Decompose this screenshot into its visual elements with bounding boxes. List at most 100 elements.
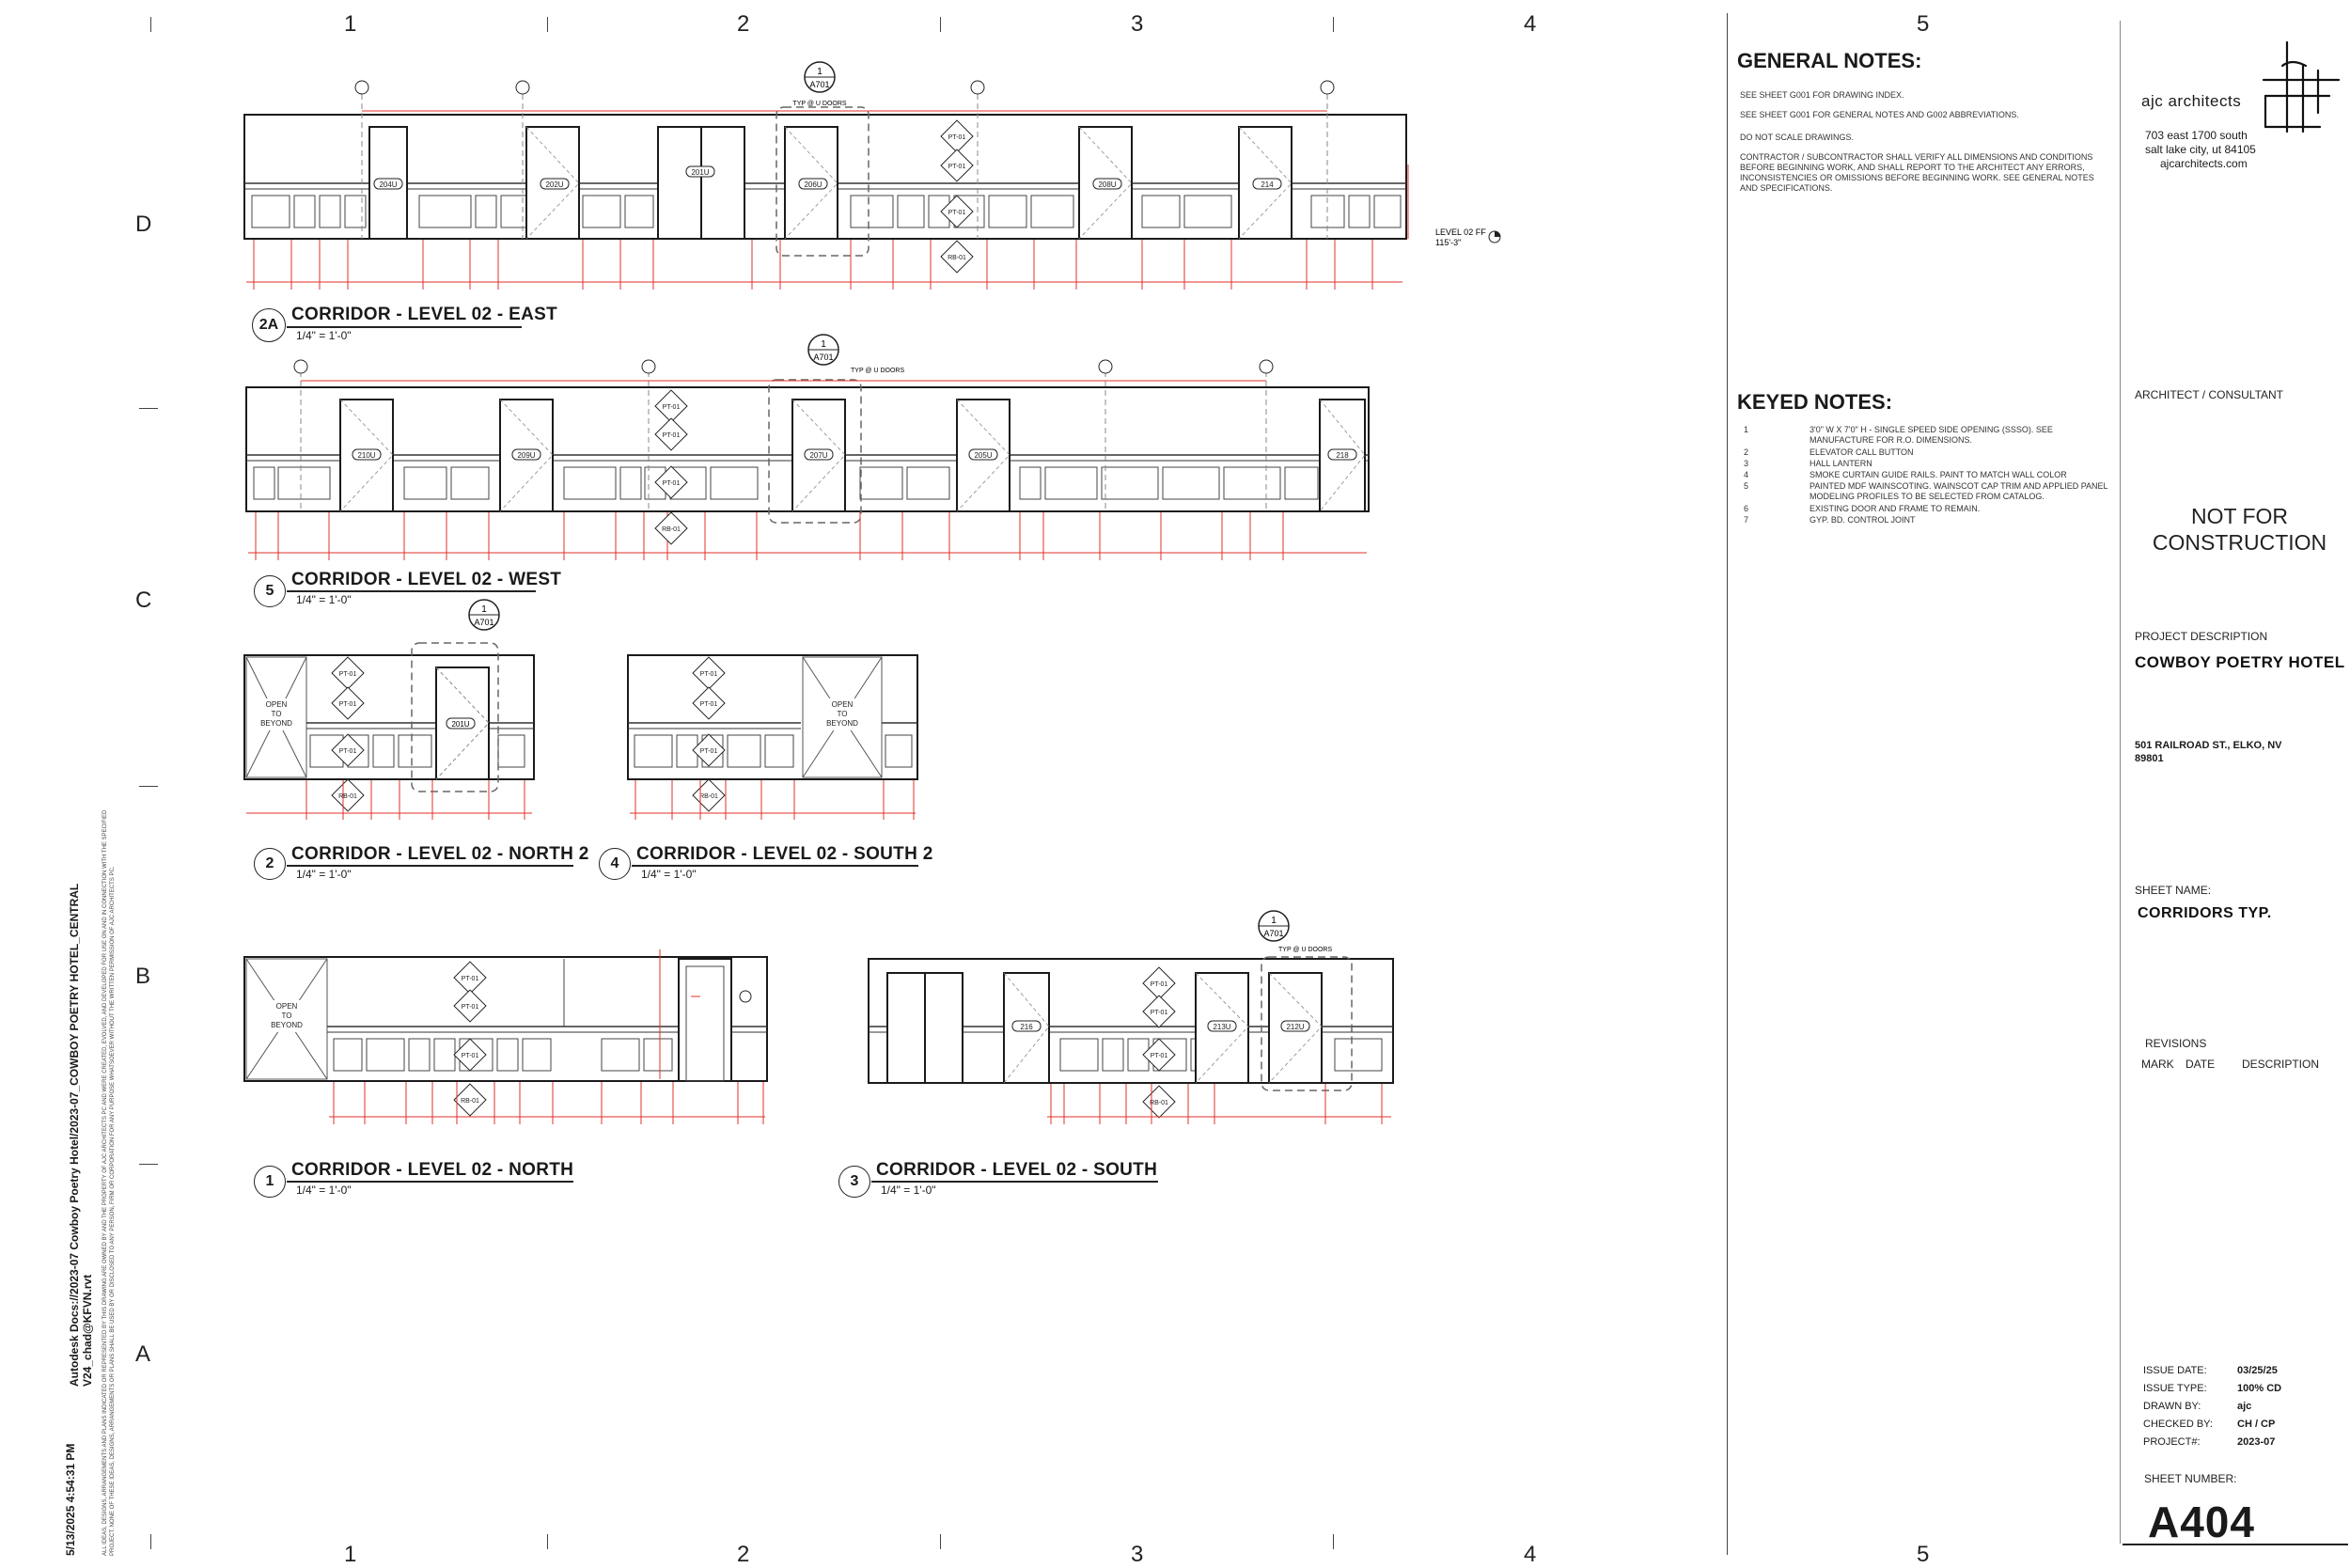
title-underline (287, 590, 536, 592)
title-underline (287, 865, 573, 867)
detail-callout-sheet: A701 (813, 353, 833, 362)
project-address: 501 RAILROAD ST., ELKO, NV 89801 (2135, 740, 2282, 764)
title-underline (632, 865, 918, 867)
svg-text:OPEN: OPEN (276, 1002, 298, 1011)
tag-pt: PT-01 (339, 748, 357, 755)
tag-pt: PT-01 (1151, 981, 1168, 988)
grid-col-3-bottom: 3 (1131, 1542, 1144, 1567)
typ-doors-label: TYP @ U DOORS (1278, 947, 1332, 953)
sheet-number: A404 (2148, 1497, 2255, 1546)
tag-pt-east-2: PT-01 (948, 164, 966, 170)
room-tag: 201U (691, 168, 709, 177)
grid-tick (940, 1534, 941, 1549)
room-tag: 213U (1213, 1023, 1230, 1031)
grid-tick (150, 1534, 151, 1549)
general-note: DO NOT SCALE DRAWINGS. (1740, 133, 1855, 142)
view-title-south: CORRIDOR - LEVEL 02 - SOUTH (876, 1160, 1158, 1180)
tag-pt: PT-01 (339, 701, 357, 708)
sheet-name: CORRIDORS TYP. (2138, 905, 2272, 921)
elevation-east: PT-01 PT-01 PT-01 RB-01 204U 202U 201U 2… (243, 61, 1501, 290)
grid-tick (1333, 17, 1334, 32)
firm-website: ajcarchitects.com (2160, 157, 2248, 170)
typ-doors-label: TYP @ U DOORS (792, 101, 846, 107)
view-number-1: 1 (254, 1166, 286, 1198)
tag-rb: RB-01 (1150, 1100, 1168, 1106)
grid-tick (547, 17, 548, 32)
detail-callout-sheet: A701 (809, 80, 829, 89)
project-name: COWBOY POETRY HOTEL (2135, 653, 2345, 671)
titleblock-divider-line (2120, 21, 2121, 1544)
room-tag: 202U (545, 180, 563, 189)
grid-tick (1333, 1534, 1334, 1549)
room-tag: 208U (1098, 180, 1116, 189)
sheet-name-label: SHEET NAME: (2135, 884, 2212, 897)
grid-row-D: D (135, 212, 152, 237)
room-tag: 201U (451, 720, 469, 729)
grid-row-C: C (135, 588, 152, 613)
view-scale-east: 1/4" = 1'-0" (296, 329, 352, 342)
general-note: SEE SHEET G001 FOR DRAWING INDEX. (1740, 90, 1904, 100)
tag-pt-west-3: PT-01 (663, 480, 681, 487)
tag-pt-east-3: PT-01 (948, 210, 966, 216)
room-tag: 209U (517, 451, 535, 460)
grid-tick (139, 1164, 158, 1165)
view-title-south-2: CORRIDOR - LEVEL 02 - SOUTH 2 (636, 844, 933, 864)
room-tag: 218 (1336, 451, 1349, 460)
room-tag: 204U (379, 180, 397, 189)
tag-pt: PT-01 (462, 1004, 479, 1011)
grid-tick (940, 17, 941, 32)
grid-tick (547, 1534, 548, 1549)
grid-row-B: B (135, 964, 151, 989)
view-title-east: CORRIDOR - LEVEL 02 - EAST (291, 305, 557, 324)
tag-rb: RB-01 (338, 793, 357, 800)
tag-pt-west-1: PT-01 (663, 404, 681, 411)
tag-pt: PT-01 (700, 701, 718, 708)
view-scale-north: 1/4" = 1'-0" (296, 1184, 352, 1197)
view-scale-south-2: 1/4" = 1'-0" (641, 868, 697, 881)
tag-pt: PT-01 (462, 976, 479, 982)
svg-text:OPEN: OPEN (832, 700, 854, 709)
svg-text:BEYOND: BEYOND (260, 719, 292, 728)
detail-callout-num: 1 (821, 339, 826, 350)
grid-col-1: 1 (344, 11, 357, 37)
title-underline (287, 1181, 573, 1183)
architect-consultant-label: ARCHITECT / CONSULTANT (2135, 388, 2284, 401)
view-title-west: CORRIDOR - LEVEL 02 - WEST (291, 570, 562, 589)
room-tag: 210U (357, 451, 375, 460)
tag-pt-east-1: PT-01 (948, 134, 966, 141)
svg-text:OPEN: OPEN (266, 700, 288, 709)
detail-callout-sheet: A701 (474, 618, 494, 627)
view-title-north: CORRIDOR - LEVEL 02 - NORTH (291, 1160, 574, 1180)
tag-rb: RB-01 (461, 1098, 479, 1105)
room-tag: 216 (1020, 1023, 1033, 1031)
general-note: SEE SHEET G001 FOR GENERAL NOTES AND G00… (1740, 110, 2019, 119)
tag-pt: PT-01 (1151, 1053, 1168, 1059)
grid-row-A: A (135, 1341, 151, 1367)
grid-col-4: 4 (1524, 11, 1537, 37)
grid-col-1-bottom: 1 (344, 1542, 357, 1567)
svg-text:TO: TO (282, 1011, 292, 1020)
tag-rb-east: RB-01 (948, 255, 966, 261)
view-number-2a: 2A (252, 308, 286, 342)
svg-text:BEYOND: BEYOND (826, 719, 858, 728)
room-tag: 205U (974, 451, 992, 460)
tag-pt: PT-01 (339, 671, 357, 678)
firm-address-2: salt lake city, ut 84105 (2145, 143, 2256, 156)
not-for-construction: NOT FOR CONSTRUCTION (2152, 504, 2327, 555)
firm-logo: ajc architects 703 east 1700 south salt … (2141, 38, 2343, 170)
view-title-north-2: CORRIDOR - LEVEL 02 - NORTH 2 (291, 844, 589, 864)
title-divider-line (1727, 13, 1728, 1555)
elevations-drawing: PT-01 PT-01 PT-01 RB-01 204U 202U 201U 2… (243, 61, 1501, 1124)
title-underline (287, 326, 522, 328)
